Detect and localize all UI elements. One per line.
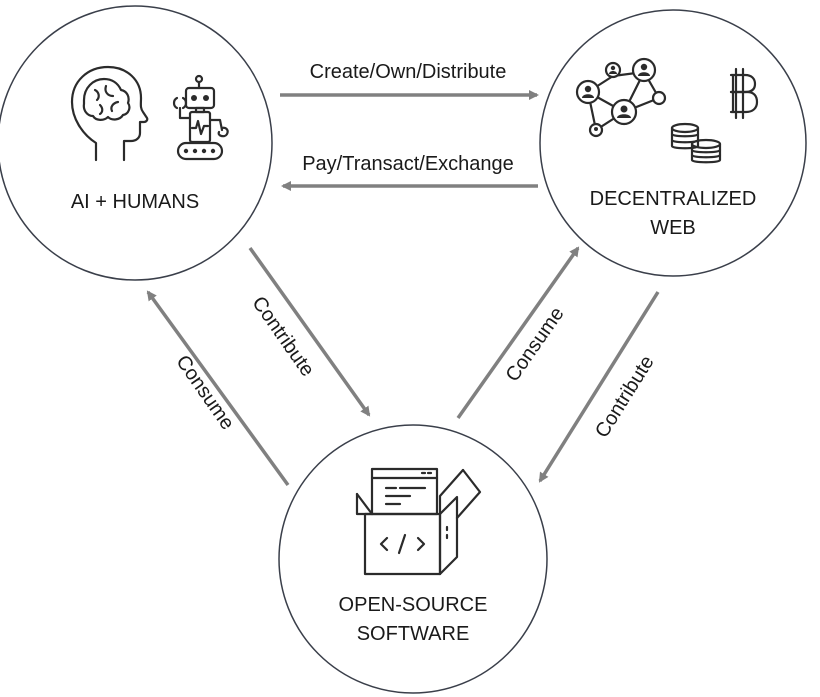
- network-icon: [575, 57, 667, 138]
- decentralized-web-label-line2: WEB: [650, 217, 696, 239]
- edge-label-ai-consume: Consume: [171, 351, 238, 434]
- open-source-label-line1: OPEN-SOURCE: [339, 594, 488, 616]
- ai-humans-label: AI + HUMANS: [71, 191, 199, 213]
- arrow-web-contribute: [538, 291, 660, 483]
- coins-icon: [670, 122, 722, 164]
- open-source-label-line2: SOFTWARE: [357, 623, 470, 645]
- open-source-software-node: [278, 424, 548, 694]
- edge-label-ai-contribute: Contribute: [247, 292, 318, 380]
- code-box-icon: [355, 467, 482, 576]
- bitcoin-icon: [729, 67, 759, 120]
- edge-label-web-contribute: Contribute: [591, 352, 659, 442]
- arrow-web-consume: [456, 246, 580, 420]
- arrow-ai-consume: [146, 290, 290, 487]
- ai-humans-node: [0, 5, 273, 281]
- edge-label-pay-transact-exchange: Pay/Transact/Exchange: [302, 153, 514, 175]
- arrow-ai-contribute: [248, 246, 371, 417]
- brain-head-icon: [70, 65, 149, 162]
- decentralized-web-label-line1: DECENTRALIZED: [590, 188, 757, 210]
- robot-icon: [172, 74, 229, 161]
- edge-label-create-own-distribute: Create/Own/Distribute: [310, 61, 507, 83]
